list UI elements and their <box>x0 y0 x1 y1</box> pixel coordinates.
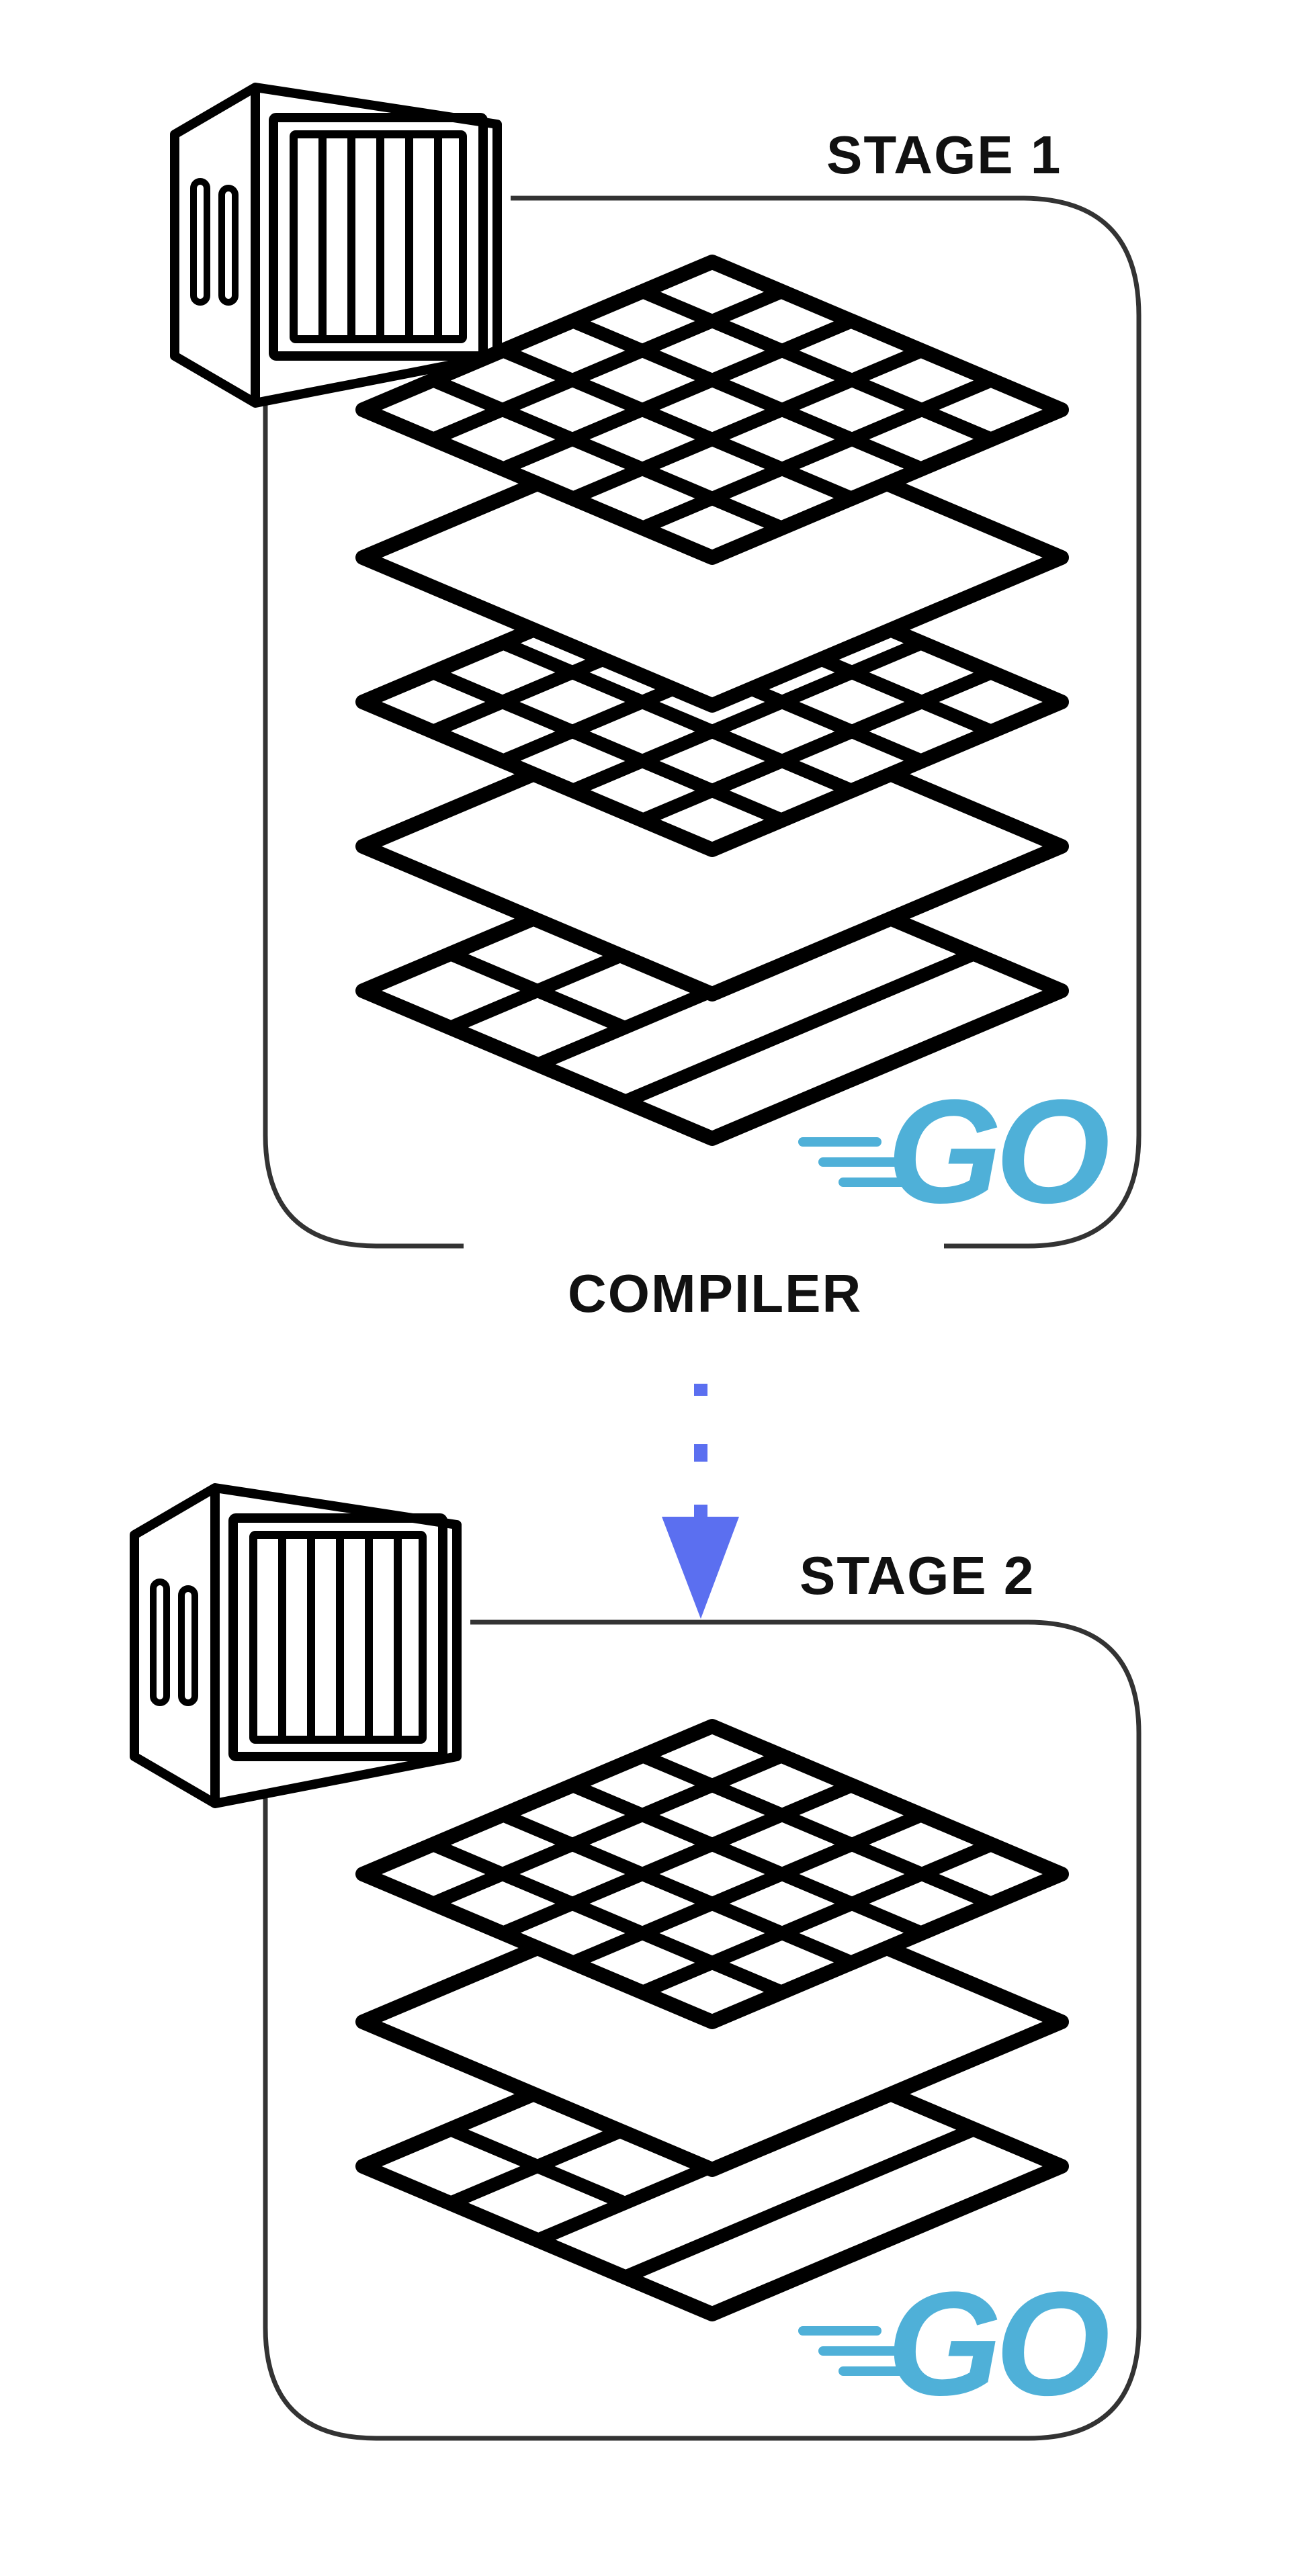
dotted-arrow-icon <box>662 1384 739 1619</box>
go-logo-text: GO <box>887 1069 1108 1234</box>
stage1-frame <box>263 195 1142 1249</box>
layer-stack-icon <box>363 1726 1062 2314</box>
container-icon <box>175 87 497 403</box>
layer-stack-icon <box>363 262 1062 1139</box>
stage2-label: STAGE 2 <box>800 1546 1035 1605</box>
container-icon <box>134 1488 457 1804</box>
go-logo-icon: GO <box>803 2261 1115 2426</box>
stage1-group: GO <box>175 87 1142 1249</box>
stage1-label: STAGE 1 <box>826 125 1062 185</box>
compiler-label: COMPILER <box>568 1263 863 1323</box>
go-logo-icon: GO <box>803 1069 1115 1234</box>
go-logo-text: GO <box>887 2261 1108 2426</box>
stage2-frame <box>263 1619 1142 2441</box>
stage2-group: GO <box>134 1488 1142 2441</box>
